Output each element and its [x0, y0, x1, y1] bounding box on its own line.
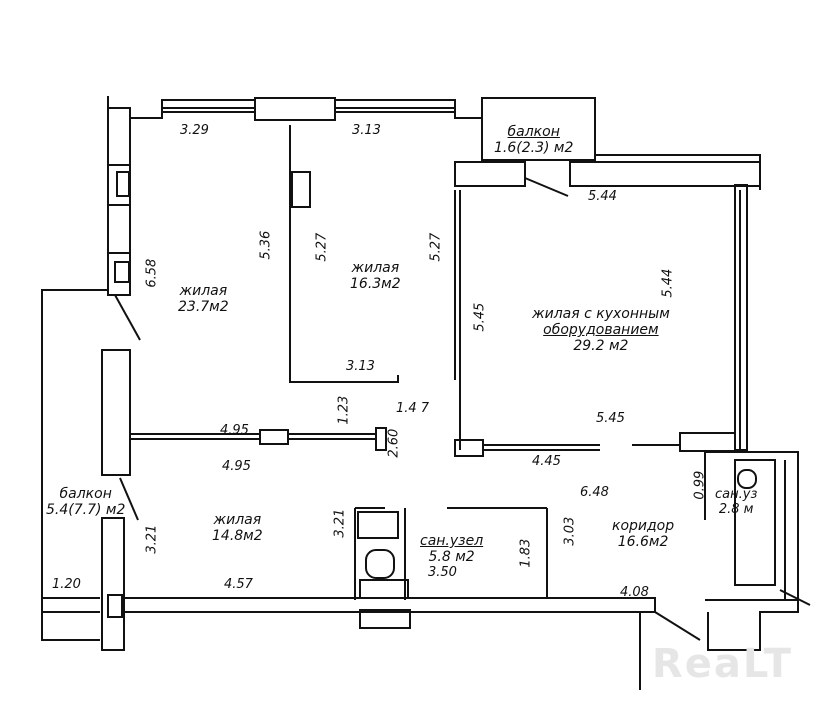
balcony-left-area: 5.4(7.7) м2: [46, 502, 126, 519]
dim-label: 2.60: [386, 428, 402, 458]
room-bath-2: сан.уз 2.8 м: [715, 487, 758, 518]
dim-label: 4.45: [532, 454, 561, 469]
room-corridor-name: коридор: [612, 518, 675, 534]
room-living-1-area: 23.7м2: [178, 299, 229, 316]
dim-label: 3.50: [428, 565, 457, 580]
dim-label: 3.13: [352, 123, 381, 138]
dim-label: 3.13: [346, 359, 375, 374]
balcony-top-label: балкон 1.6(2.3) м2: [494, 124, 573, 156]
dim-label: 3.03: [562, 516, 578, 546]
dim-label: 1.20: [52, 577, 81, 592]
dim-label: 1.23: [336, 395, 352, 425]
bath-1-wall: [354, 507, 406, 600]
room-bath-1: сан.узел 5.8 м2: [420, 533, 483, 565]
room-kitchen-area: 29.2 м2: [573, 338, 629, 355]
dim-label: 5.27: [428, 232, 444, 262]
watermark-logo: ReaLT: [651, 641, 793, 687]
dim-label: 5.44: [660, 268, 676, 298]
room-living-3-name: жилая: [213, 512, 262, 528]
room-bath-1-name: сан.узел: [420, 533, 484, 549]
balcony-top: [481, 97, 596, 161]
room-kitchen-name-2: оборудованием: [543, 322, 659, 339]
top-window-2: [334, 99, 456, 113]
room-living-1-name: жилая: [179, 283, 228, 299]
room-corridor-area: 16.6м2: [617, 534, 669, 551]
dim-label: 1.83: [518, 538, 534, 568]
room-bath-2-name: сан.уз: [715, 487, 758, 502]
room-living-3: жилая 14.8м2: [212, 512, 263, 544]
balcony-top-name: балкон: [507, 124, 560, 140]
balcony-left: [41, 289, 108, 641]
room-kitchen: жилая с кухонным оборудованием 29.2 м2: [532, 306, 670, 354]
room-kitchen-name-1: жилая с кухонным: [532, 306, 670, 322]
room-living-3-area: 14.8м2: [212, 528, 263, 545]
dim-label: 4.95: [220, 423, 249, 438]
dim-label: 4.95: [222, 459, 251, 474]
dim-label: 3.21: [332, 508, 348, 538]
dim-label: 0.99: [692, 470, 708, 500]
dim-label: 6.48: [580, 485, 609, 500]
dim-label: 4.57: [224, 577, 253, 592]
dim-label: 3.21: [144, 524, 160, 554]
dim-label: 4.08: [620, 585, 649, 600]
room-living-2: жилая 16.3м2: [350, 260, 401, 292]
top-window-1: [161, 99, 256, 113]
balcony-top-area: 1.6(2.3) м2: [494, 140, 574, 157]
balcony-left-name: балкон: [59, 486, 112, 502]
dim-label: 6.58: [144, 258, 160, 288]
room-living-2-area: 16.3м2: [350, 276, 401, 293]
dim-label: 5.45: [472, 302, 488, 332]
dim-label: 3.29: [180, 123, 209, 138]
top-wall: [107, 96, 761, 190]
room-living-2-name: жилая: [351, 260, 400, 276]
room-corridor: коридор 16.6м2: [612, 518, 674, 550]
dim-label: 5.45: [596, 411, 625, 426]
dim-label: 5.36: [258, 230, 274, 260]
room-bath-1-area: 5.8 м2: [428, 549, 475, 566]
room-living-1: жилая 23.7м2: [178, 283, 229, 315]
dim-label: 1.4 7: [396, 401, 430, 416]
dim-label: 5.44: [588, 189, 617, 204]
balcony-left-label: балкон 5.4(7.7) м2: [46, 486, 125, 518]
dim-label: 5.27: [314, 232, 330, 262]
room-bath-2-area: 2.8 м: [718, 501, 754, 517]
